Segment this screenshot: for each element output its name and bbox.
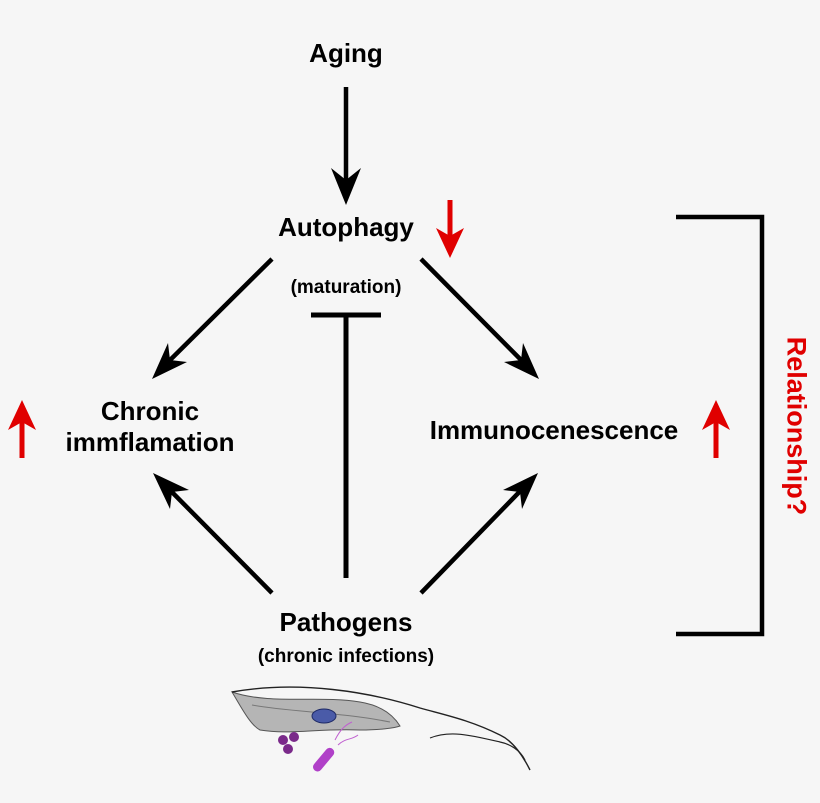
relationship-bracket — [676, 214, 765, 637]
arrow-pathogens-to-chronic-inflammation — [158, 478, 274, 595]
node-autophagy-subtitle: (maturation) — [290, 277, 402, 298]
chronic-line-2: immflamation — [65, 426, 235, 457]
arrow-pathogens-to-immunocenescence — [419, 478, 533, 595]
node-pathogens-subtitle: (chronic infections) — [257, 646, 435, 667]
chronic-inflammation-up-arrow-icon — [8, 400, 36, 458]
arrow-autophagy-to-immunocenescence — [419, 257, 535, 374]
pathogen-illustration — [230, 686, 531, 772]
relationship-text: Relationship? — [781, 336, 812, 516]
immunocenescence-up-arrow-icon — [702, 400, 730, 458]
node-immunocenescence: Immunocenescence — [429, 415, 679, 445]
arrow-autophagy-to-chronic-inflammation — [156, 257, 274, 374]
node-aging: Aging — [309, 38, 383, 68]
relationship-label: Relationship? — [781, 337, 812, 516]
chronic-line-1: Chronic — [100, 396, 200, 426]
node-chronic-inflammation: Chronic immflamation — [60, 396, 240, 457]
autophagy-down-arrow-icon — [436, 200, 464, 258]
node-autophagy: Autophagy — [278, 212, 414, 242]
node-pathogens: Pathogens — [279, 607, 413, 637]
